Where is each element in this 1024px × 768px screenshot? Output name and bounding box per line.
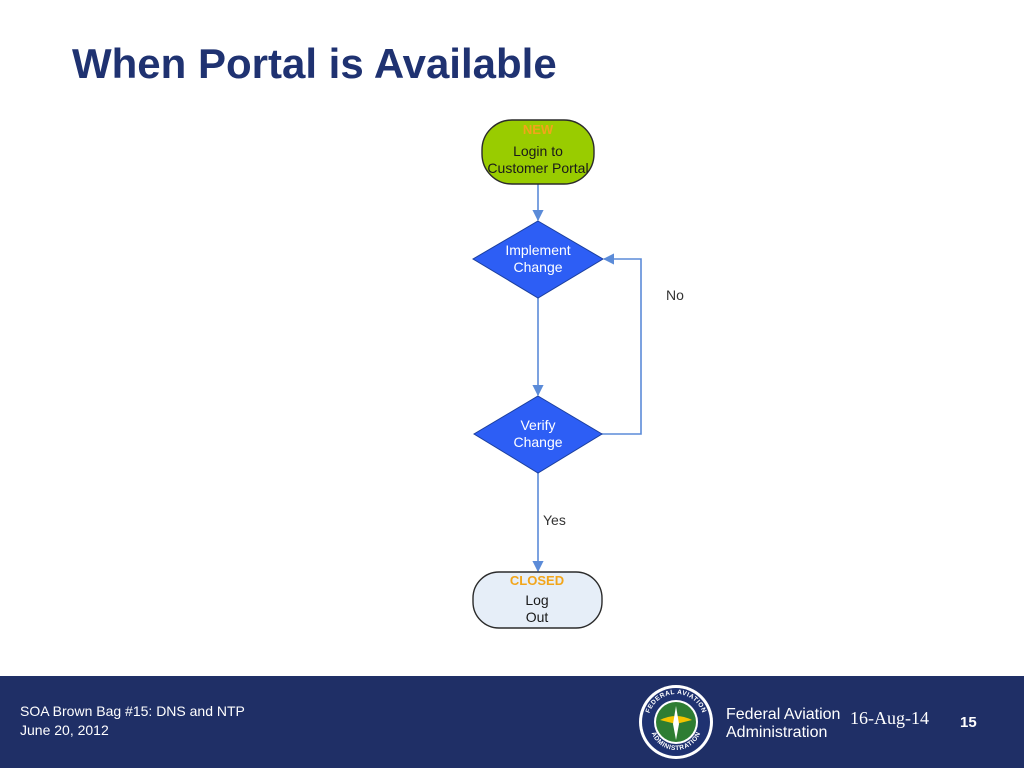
- node-label-line2: Change: [513, 434, 562, 450]
- node-label-line2: Customer Portal: [487, 160, 588, 176]
- node-label-line1: Login to: [513, 143, 563, 159]
- footer-date: 16-Aug-14: [850, 708, 929, 728]
- slide-footer: SOA Brown Bag #15: DNS and NTP June 20, …: [0, 676, 1024, 768]
- node-label-line2: Change: [513, 259, 562, 275]
- edge-label-yes: Yes: [543, 512, 566, 528]
- page-number: 15: [960, 714, 977, 731]
- node-implement-change: Implement Change: [472, 220, 604, 299]
- node-label-line1: Log: [525, 592, 548, 608]
- footer-event-date: June 20, 2012: [20, 722, 109, 738]
- node-label-line1: Verify: [520, 417, 555, 433]
- node-status-closed: CLOSED: [510, 573, 564, 588]
- node-log-out: CLOSED Log Out: [472, 571, 603, 629]
- node-login-customer-portal: NEW Login to Customer Portal: [481, 119, 595, 185]
- flowchart-diagram: No Yes NEW Login to Customer Portal Impl…: [472, 119, 684, 629]
- node-label-line2: Out: [526, 609, 549, 625]
- footer-agency-name: Federal Aviation Administration: [726, 706, 840, 742]
- footer-event-info: SOA Brown Bag #15: DNS and NTP June 20, …: [20, 702, 245, 740]
- faa-seal-icon: FEDERAL AVIATION ADMINISTRATION: [639, 685, 713, 759]
- node-status-new: NEW: [523, 122, 554, 137]
- node-verify-change: Verify Change: [473, 395, 603, 474]
- node-label-line1: Implement: [505, 242, 570, 258]
- footer-agency-line1: Federal Aviation: [726, 706, 841, 723]
- footer-agency-line2: Administration: [726, 724, 828, 741]
- footer-event-title: SOA Brown Bag #15: DNS and NTP: [20, 703, 245, 719]
- edge-verify-no-loop: [601, 253, 642, 435]
- edge-label-no: No: [666, 287, 684, 303]
- slide-title: When Portal is Available: [72, 40, 557, 87]
